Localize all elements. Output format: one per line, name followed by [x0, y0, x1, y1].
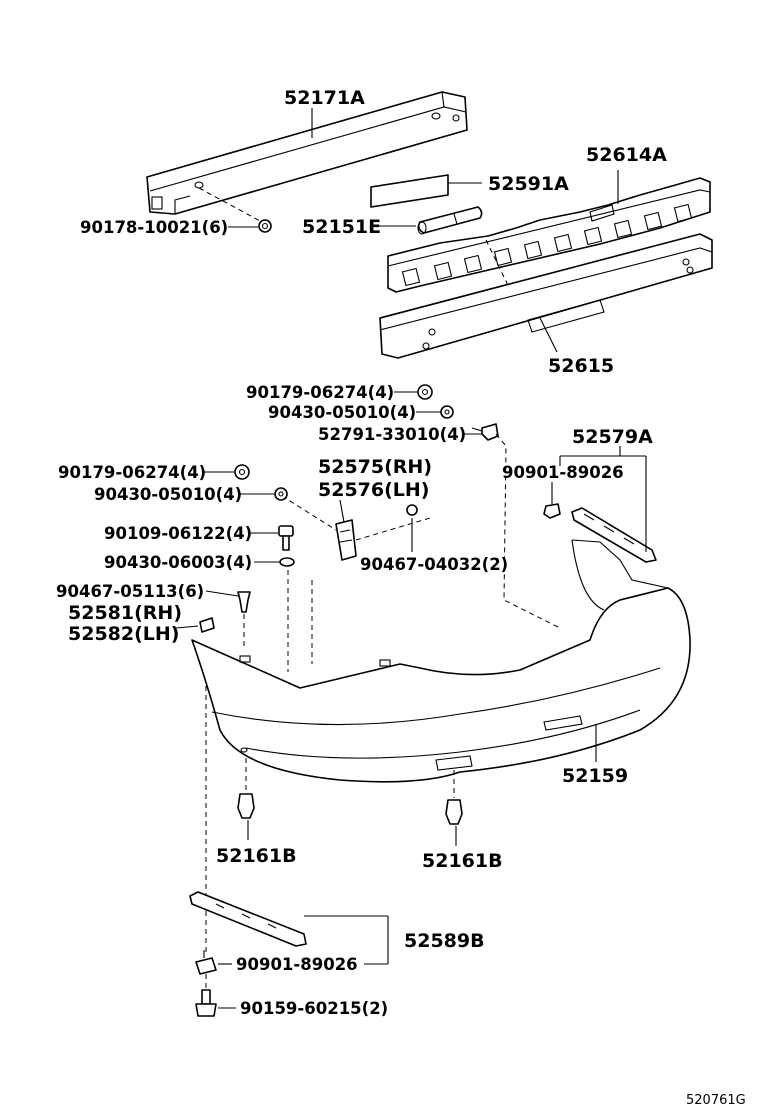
label-seal-rh: 52581(RH)	[68, 602, 182, 624]
label-gasket-side: 90430-06003(4)	[104, 553, 252, 572]
nut-side-icon	[234, 464, 250, 480]
gasket-side-icon	[279, 557, 295, 567]
label-washer-upper: 90430-05010(4)	[268, 403, 416, 422]
label-bumper-cover: 52159	[562, 765, 628, 787]
label-washer-side: 90430-05010(4)	[94, 485, 242, 504]
label-nut-side: 90179-06274(4)	[58, 463, 206, 482]
label-clip-side: 90467-05113(6)	[56, 582, 204, 601]
label-reinforcement-bolt: 90178-10021(6)	[80, 218, 228, 237]
bolt-side-icon	[278, 525, 294, 551]
screw-icon	[406, 504, 418, 516]
energy-absorber-part	[387, 177, 711, 293]
label-clip-upper: 52791-33010(4)	[318, 425, 466, 444]
lower-bracket-part	[189, 891, 307, 947]
label-lower-screw: 90159-60215(2)	[240, 999, 388, 1018]
retainer-pin-part	[417, 206, 483, 235]
label-support-rh: 52575(RH)	[318, 456, 432, 478]
bolt-icon	[258, 219, 272, 233]
washer-icon	[440, 405, 454, 419]
side-support-part	[335, 519, 357, 561]
lower-screw-icon	[195, 989, 217, 1017]
label-clip-right: 52161B	[422, 850, 503, 872]
label-reinforcement: 52171A	[284, 87, 365, 109]
label-clip-left: 52161B	[216, 845, 297, 867]
side-retainer-part	[571, 507, 657, 563]
washer-side-icon	[274, 487, 288, 501]
seal-icon	[199, 617, 215, 633]
side-clip-icon	[543, 486, 561, 519]
label-absorber-lower: 52615	[548, 355, 614, 377]
label-retainer-pin: 52151E	[302, 216, 381, 238]
label-lower-clip: 90901-89026	[236, 955, 358, 974]
drawing-code: 520761G	[686, 1093, 746, 1108]
lower-clip-left-icon	[237, 793, 255, 819]
label-pad: 52591A	[488, 173, 569, 195]
label-absorber: 52614A	[586, 144, 667, 166]
label-nut-upper: 90179-06274(4)	[246, 383, 394, 402]
label-side-retainer-clip: 90901-89026	[502, 463, 624, 482]
label-support-lh: 52576(LH)	[318, 479, 429, 501]
lower-clip-right-icon	[445, 799, 463, 825]
label-side-retainer-group: 52579A	[572, 426, 653, 448]
label-screw-side: 90467-04032(2)	[360, 555, 508, 574]
clip-side-icon	[237, 591, 251, 613]
label-bolt-side: 90109-06122(4)	[104, 524, 252, 543]
nut-icon	[417, 384, 433, 400]
label-lower-group: 52589B	[404, 930, 485, 952]
pad-part	[370, 174, 449, 208]
lower-clip-icon	[195, 950, 217, 975]
absorber-lower-part	[379, 233, 713, 359]
reinforcement-part	[146, 91, 468, 215]
bumper-cover-part	[191, 539, 691, 783]
clip-icon	[471, 423, 499, 441]
label-seal-lh: 52582(LH)	[68, 623, 179, 645]
